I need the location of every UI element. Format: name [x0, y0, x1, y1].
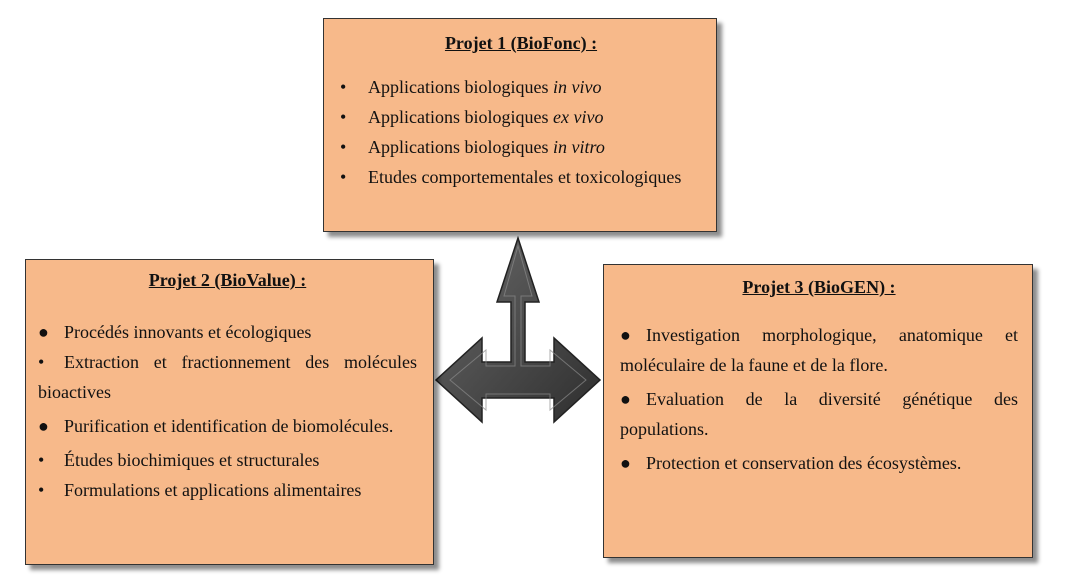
list-item: •Etudes comportementales et toxicologiqu…: [340, 167, 682, 187]
list-item: ●Investigation morphologique, anatomique…: [620, 325, 1018, 375]
list-item: •Études biochimiques et structurales: [38, 450, 320, 470]
project2-box: Projet 2 (BioValue) : ●Procédés innovant…: [25, 259, 434, 565]
project1-list: •Applications biologiques in vivo •Appli…: [340, 72, 702, 192]
list-item: ●Protection et conservation des écosystè…: [620, 453, 962, 473]
list-item: •Applications biologiques ex vivo: [340, 107, 604, 127]
list-item: •Formulations et applications alimentair…: [38, 480, 362, 500]
list-item: •Applications biologiques in vivo: [340, 77, 602, 97]
project3-list: ●Investigation morphologique, anatomique…: [620, 320, 1018, 478]
project1-title: Projet 1 (BioFonc) :: [444, 33, 598, 53]
project3-box: Projet 3 (BioGEN) : ●Investigation morph…: [603, 264, 1033, 558]
list-item: ●Evaluation de la diversité génétique de…: [620, 389, 1018, 439]
project2-title: Projet 2 (BioValue) :: [148, 270, 307, 290]
project1-box: Projet 1 (BioFonc) : •Applications biolo…: [323, 18, 717, 232]
list-item: ●Procédés innovants et écologiques: [38, 322, 312, 342]
list-item: •Extraction et fractionnement des molécu…: [38, 352, 417, 402]
arrow-shape: [434, 235, 602, 424]
project3-title: Projet 3 (BioGEN) :: [742, 277, 896, 297]
list-item: ●Purification et identification de biomo…: [38, 416, 394, 436]
project2-list: ●Procédés innovants et écologiques •Extr…: [38, 317, 417, 505]
list-item: •Applications biologiques in vitro: [340, 137, 605, 157]
